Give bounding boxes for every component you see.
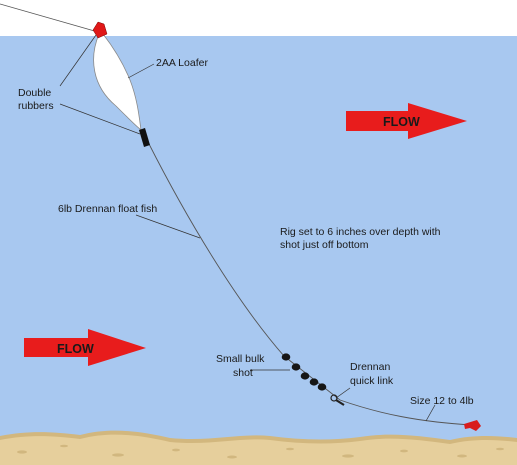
float-stem — [139, 128, 150, 147]
label-link-line1: Drennan — [350, 361, 390, 373]
hook — [464, 420, 481, 431]
pointer-lines — [59, 34, 436, 422]
label-rig-line1: Rig set to 6 inches over depth with — [280, 226, 441, 238]
pointer-quick-link — [335, 387, 351, 399]
pointer-rubbers-bottom — [59, 103, 141, 135]
pointer-float — [127, 63, 155, 79]
pointer-rubbers-top — [59, 34, 97, 87]
label-bulk-line2: shot — [233, 367, 253, 379]
float-tip — [92, 21, 108, 39]
shot-3 — [300, 372, 310, 380]
flow-arrow-top — [346, 103, 467, 139]
riverbed-texture — [17, 444, 504, 459]
flow-label-top: FLOW — [383, 115, 420, 129]
quick-link — [330, 394, 345, 406]
flow-label-bottom: FLOW — [57, 342, 94, 356]
label-rubbers-line2: rubbers — [18, 100, 54, 112]
label-rubbers-line1: Double — [18, 87, 51, 99]
mainline — [147, 141, 473, 426]
label-hook: Size 12 to 4lb — [410, 395, 474, 407]
line-to-rod — [0, 3, 99, 33]
label-link-line2: quick link — [350, 375, 394, 387]
flow-arrow-bottom — [24, 329, 146, 366]
shot-5 — [317, 383, 327, 391]
shot-4 — [309, 378, 319, 386]
shot-2 — [291, 363, 301, 371]
label-mainline: 6lb Drennan float fish — [58, 203, 157, 215]
label-bulk-line1: Small bulk — [216, 353, 265, 365]
water — [0, 36, 517, 465]
pointer-hook — [425, 404, 436, 422]
riverbed — [0, 434, 517, 465]
label-float: 2AA Loafer — [156, 57, 208, 69]
loafer-float — [92, 21, 150, 147]
bulk-shot — [281, 353, 327, 391]
quick-link-ring — [330, 394, 338, 402]
quick-link-swivel — [335, 399, 345, 406]
label-rig-line2: shot just off bottom — [280, 239, 369, 251]
shot-1 — [281, 353, 291, 361]
pointer-mainline — [135, 214, 201, 239]
